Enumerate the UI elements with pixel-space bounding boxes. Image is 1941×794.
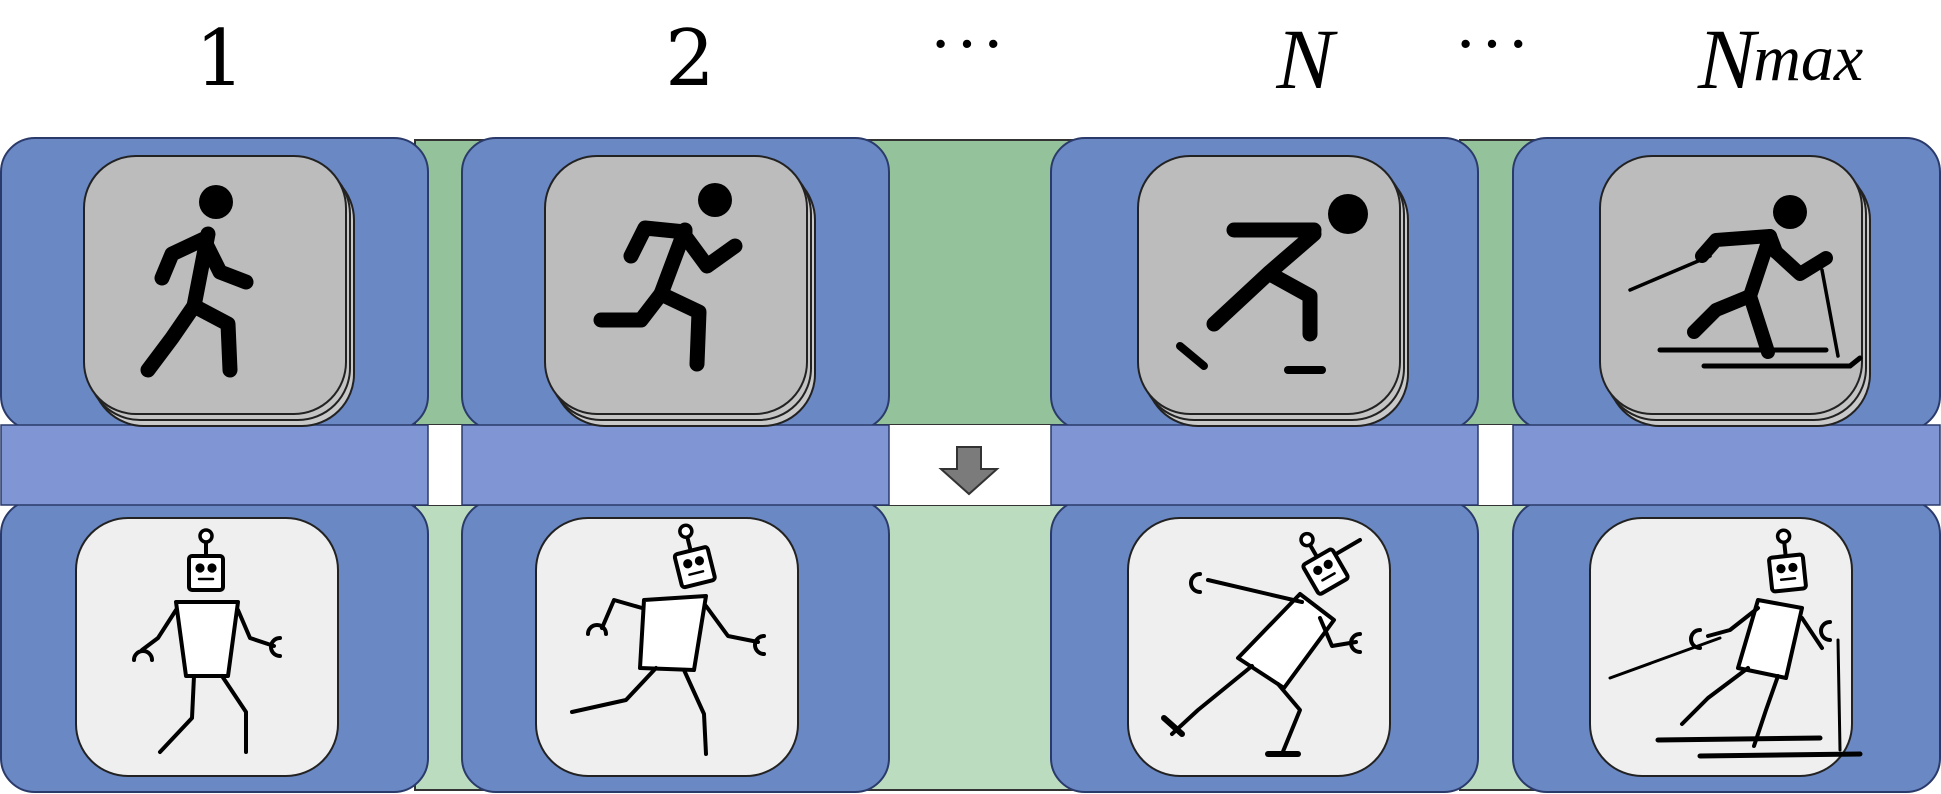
skating-person-icon [1176, 194, 1368, 374]
column-label-1: 1 [195, 14, 245, 104]
human-card-n [1137, 155, 1409, 427]
human-card-1 [83, 155, 355, 427]
running-person-icon [593, 183, 743, 372]
human-card-nmax [1599, 155, 1871, 427]
down-arrow-icon [938, 446, 1000, 496]
walking-person-icon [140, 185, 254, 378]
column-label-2: 2 [665, 14, 715, 104]
robot-card-2 [535, 517, 799, 777]
human-card-2 [544, 155, 816, 427]
running-robot-icon [570, 519, 766, 756]
skiing-person-icon [1628, 195, 1863, 369]
column-label-n: N [1276, 11, 1334, 107]
skating-robot-icon [1161, 523, 1362, 757]
ellipsis-2: ··· [1455, 8, 1535, 82]
skiing-robot-icon [1608, 526, 1863, 759]
robot-card-nmax [1589, 517, 1863, 777]
robot-card-n [1127, 517, 1391, 777]
walking-robot-icon [132, 528, 282, 754]
robot-card-1 [75, 517, 339, 777]
ellipsis-1: ··· [930, 8, 1010, 82]
